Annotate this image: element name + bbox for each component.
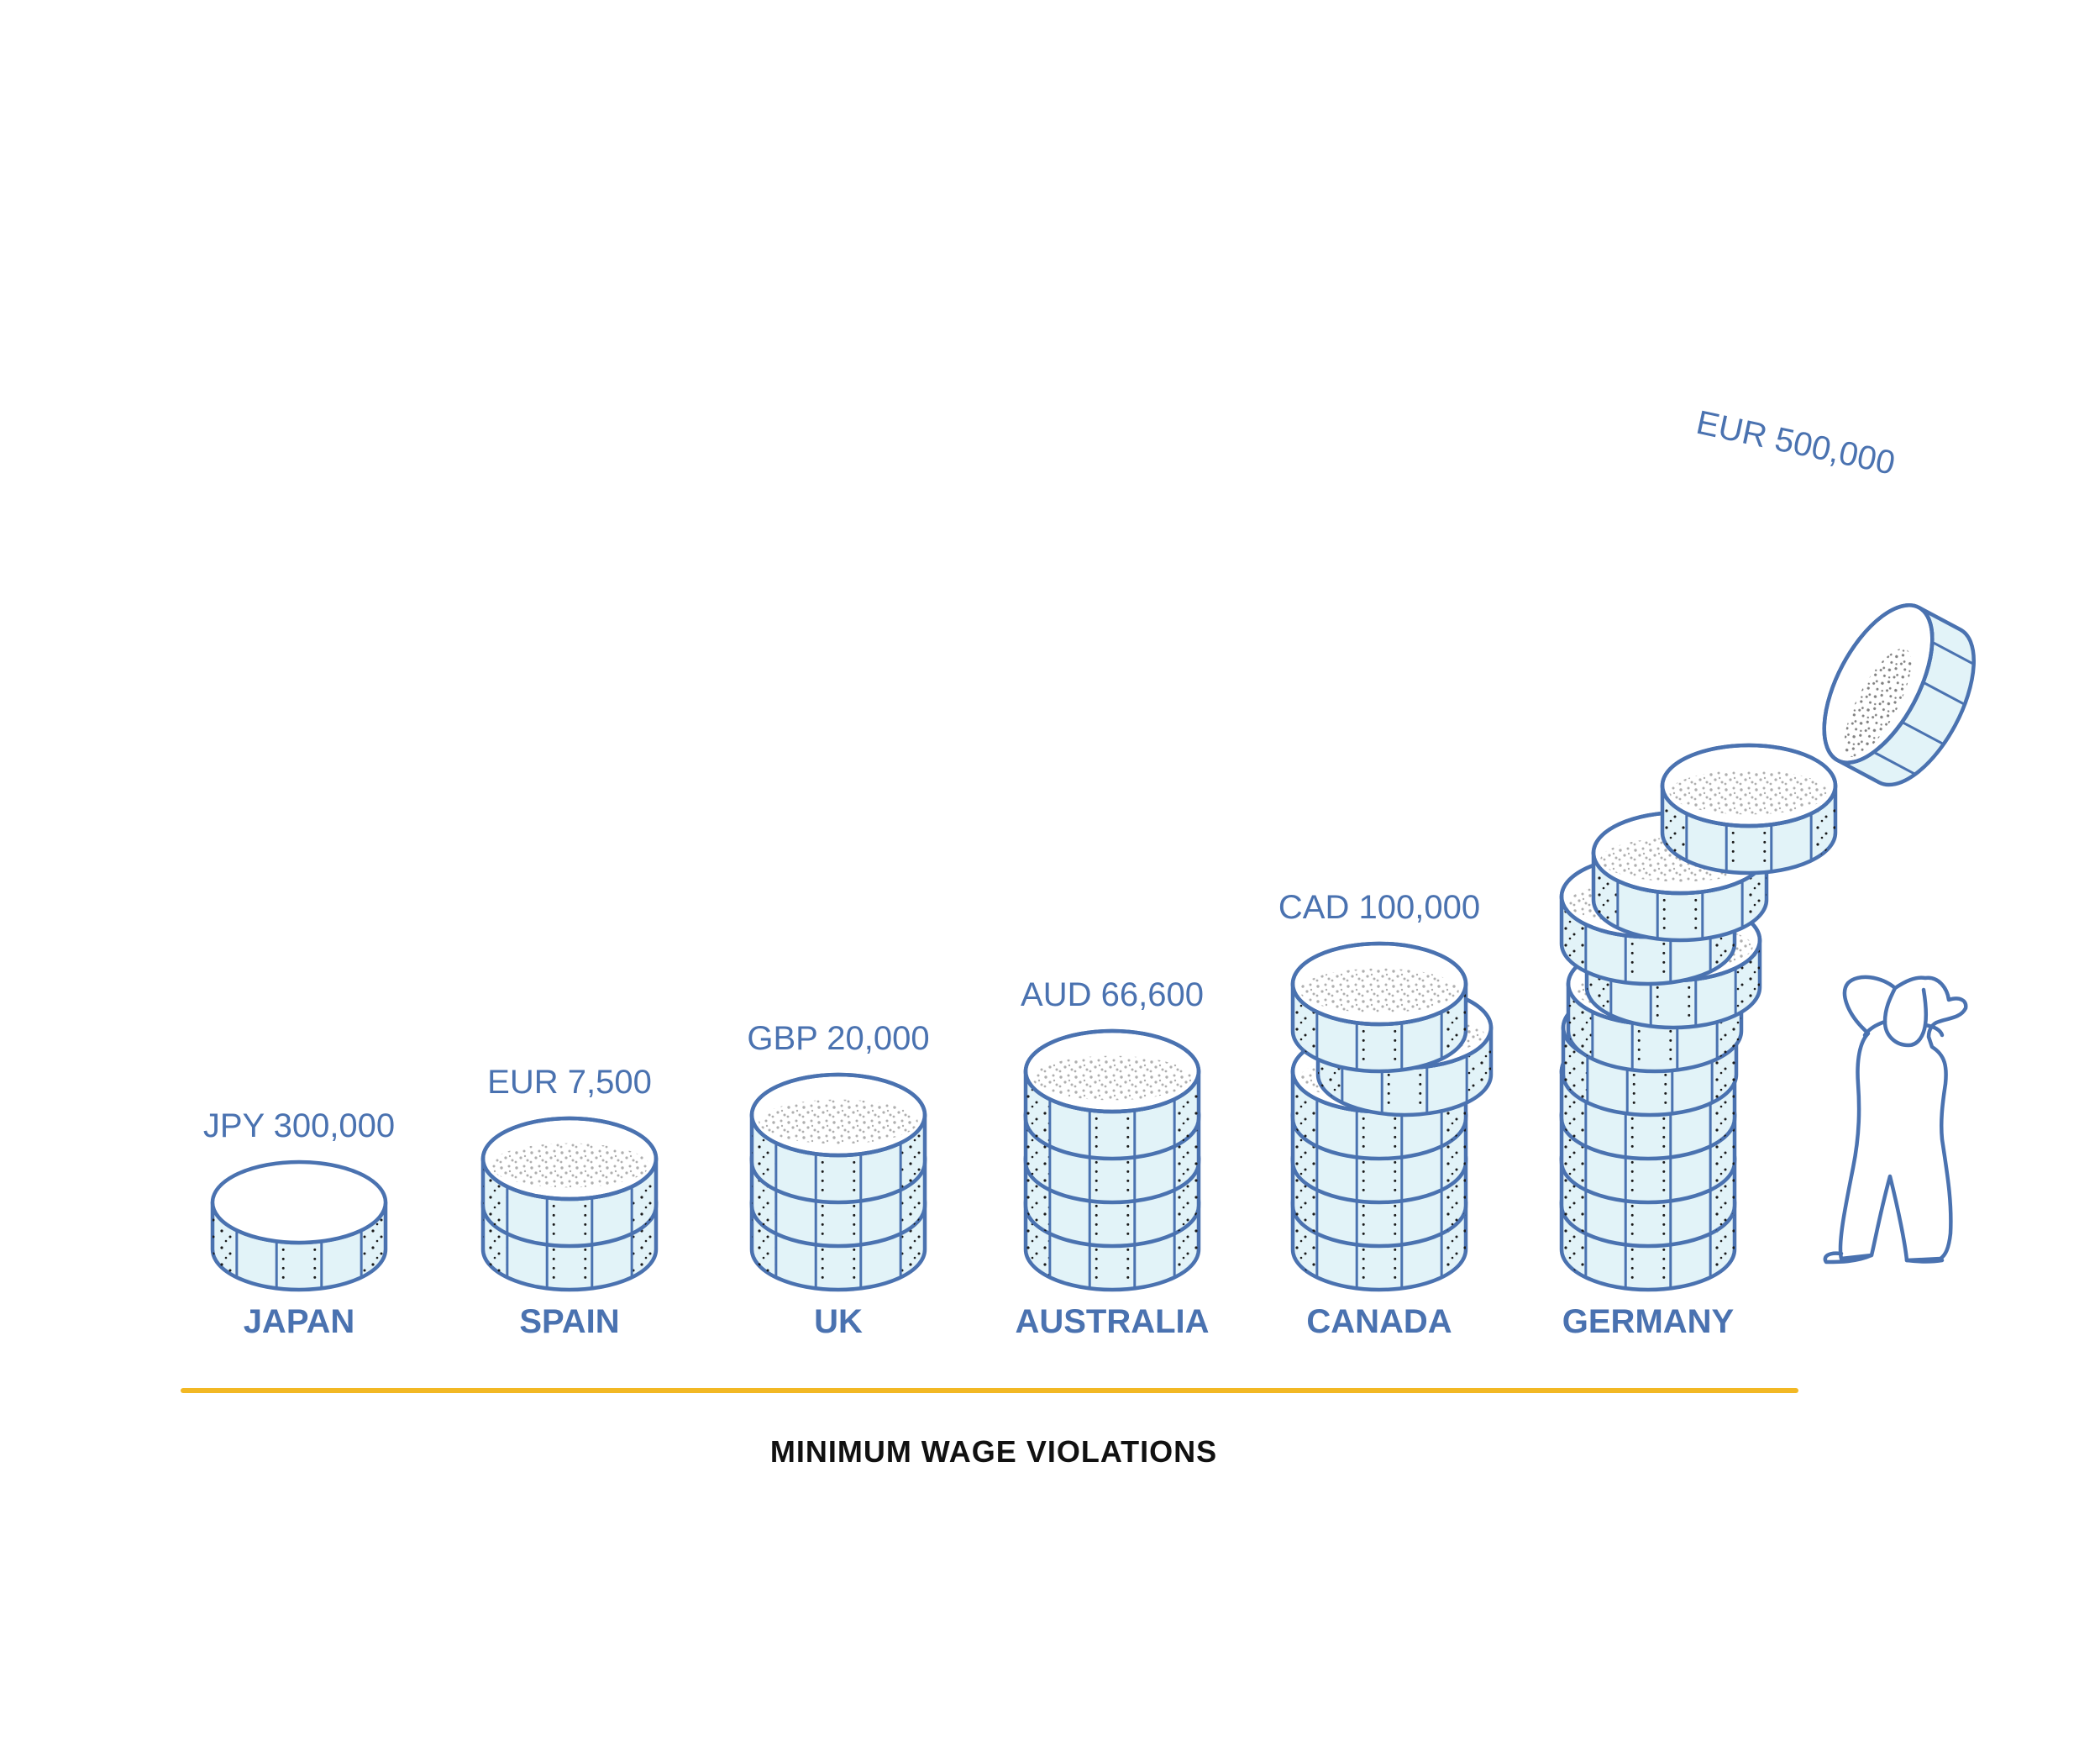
x-axis-label: MINIMUM WAGE VIOLATIONS xyxy=(770,1434,1217,1469)
category-label-spain: SPAIN xyxy=(519,1303,619,1340)
coin-stack-australia xyxy=(1023,1028,1201,1292)
category-label-germany: GERMANY xyxy=(1562,1303,1735,1340)
coin-australia-4 xyxy=(1023,1028,1201,1161)
coin-stacks xyxy=(210,603,1976,1292)
value-label-canada: CAD 100,000 xyxy=(1278,889,1480,926)
value-label-uk: GBP 20,000 xyxy=(747,1020,929,1057)
value-label-japan: JPY 300,000 xyxy=(203,1107,395,1144)
coin-japan-1 xyxy=(210,1159,388,1292)
value-label-spain: EUR 7,500 xyxy=(487,1064,652,1101)
coin-stack-germany xyxy=(1559,743,1838,1292)
coin-uk-3 xyxy=(749,1072,927,1205)
category-label-canada: CANADA xyxy=(1306,1303,1452,1340)
category-labels: JAPAN SPAIN UK AUSTRALIA CANADA GERMANY xyxy=(244,1303,1735,1340)
value-label-australia: AUD 66,600 xyxy=(1021,976,1204,1013)
coin-canada-6 xyxy=(1290,941,1468,1074)
category-label-uk: UK xyxy=(814,1303,863,1340)
coin-germany-10 xyxy=(1660,743,1838,876)
coin-stack-canada xyxy=(1290,941,1494,1292)
category-label-japan: JAPAN xyxy=(244,1303,355,1340)
coin-germany-falling xyxy=(1822,603,1976,787)
person-hands-on-head-icon xyxy=(1823,975,1968,1265)
value-label-germany: EUR 500,000 xyxy=(1693,404,1898,482)
coin-stack-spain xyxy=(480,1116,659,1292)
coin-spain-2 xyxy=(480,1116,659,1249)
coin-stack-uk xyxy=(749,1072,927,1292)
category-label-australia: AUSTRALIA xyxy=(1015,1303,1209,1340)
coin-stack-japan xyxy=(210,1159,388,1292)
